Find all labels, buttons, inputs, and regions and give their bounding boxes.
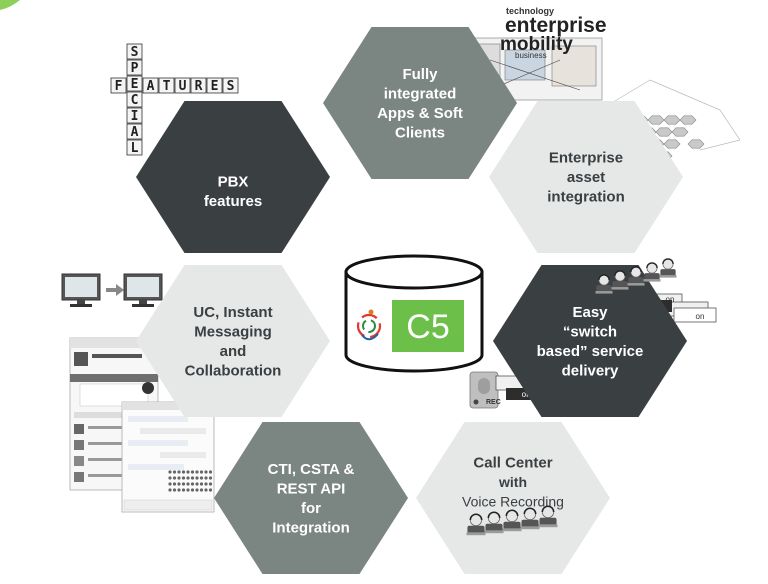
svg-text:REC: REC (486, 399, 501, 406)
hexagon-label-line: integration (547, 189, 625, 206)
hexagon-label-line: integrated (384, 85, 457, 102)
special-tile-letter: P (131, 61, 139, 76)
mobility-word: technology (506, 6, 554, 16)
hexagon-shape (323, 27, 517, 179)
mobility-word: business (515, 51, 547, 60)
hexagon-shape (416, 422, 610, 574)
hexagon-label-line: Collaboration (185, 362, 282, 379)
svg-text:on: on (696, 312, 705, 321)
hexagon-label-line: and (220, 343, 247, 360)
hexagon-shape (493, 265, 687, 417)
hexagon-label-line: asset (567, 169, 605, 186)
hexagon-label-line: with (498, 474, 527, 490)
c5-platform-logo: C5 (344, 254, 484, 373)
hexagon-label-line: features (204, 193, 262, 210)
features-tile-letter: S (227, 79, 235, 94)
svg-text:off: off (522, 390, 532, 399)
hexagon-shape (136, 265, 330, 417)
hexagon-label-line: delivery (562, 362, 619, 379)
hexagon-label-line: CTI, CSTA & (268, 461, 355, 478)
hexagon-label-line: Fully (402, 66, 438, 83)
features-tile-letter: A (147, 79, 155, 94)
special-tile-letter: A (131, 125, 139, 140)
mobility-word: enterprise (505, 14, 607, 37)
hexagon-label-line: REST API (277, 480, 346, 497)
hexagon-label-line: “switch (563, 323, 617, 340)
softphone-window-icon (69, 337, 215, 513)
special-tile-letter: S (131, 45, 139, 60)
hexagon-label-line: Enterprise (549, 150, 623, 167)
monitors-transfer-icon (61, 273, 163, 307)
hexagon-label-line: Easy (572, 304, 608, 321)
c5-label: C5 (406, 308, 449, 346)
hexagon-switch: Easy “switch based” service delivery (493, 265, 687, 417)
hexagon-shape (136, 101, 330, 253)
mobility-word: mobility (500, 34, 573, 55)
hexagon-label-line: Apps & Soft (377, 105, 463, 122)
hexagon-label-line: Voice Recording (462, 494, 564, 510)
hexagon-label-line: UC, Instant (193, 304, 272, 321)
features-tile-letter: E (211, 79, 219, 94)
c5-badge (392, 300, 464, 352)
corner-accent (0, 0, 20, 10)
hexagon-label-line: for (301, 500, 321, 517)
features-tile-letter: T (163, 79, 171, 94)
special-tile-letter: I (131, 109, 139, 124)
hexagon-label-line: Integration (272, 519, 350, 536)
hexagon-shape (489, 101, 683, 253)
hexagon-label-line: Clients (395, 124, 445, 141)
hexagon-shape (214, 422, 408, 574)
special-tile-letter: E (131, 77, 139, 92)
special-tile-letter: C (131, 93, 139, 108)
special-tile-letter: L (131, 141, 139, 156)
hexagon-asset: Enterprise asset integration (489, 101, 683, 253)
hexagon-label-line: based” service (537, 343, 644, 360)
hexagon-label-line: Messaging (194, 323, 272, 340)
features-tile-letter: U (179, 79, 187, 94)
hexagon-label-line: Call Center (473, 455, 552, 472)
call-center-agents-icon (466, 505, 558, 536)
hexagon-label-line: PBX (218, 173, 249, 190)
features-tile-letter: R (195, 79, 203, 94)
hexagon-pbx: PBX features (136, 101, 330, 253)
svg-text:on: on (666, 295, 675, 304)
call-center-agents-icon (595, 258, 677, 294)
features-tile-letter: F (115, 79, 123, 94)
